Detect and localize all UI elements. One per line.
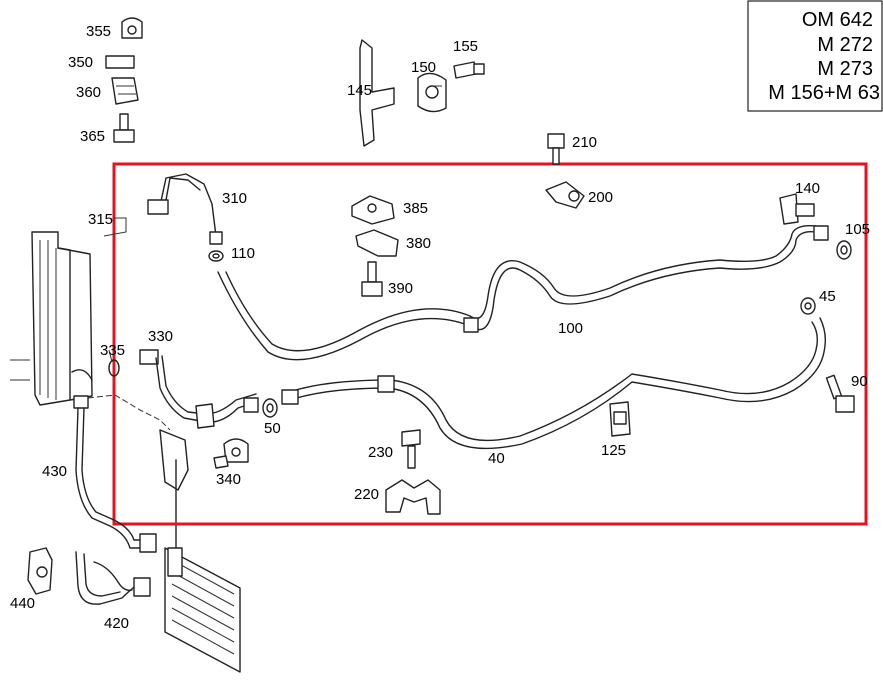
clamp-150: [417, 72, 447, 113]
callout-45: 45: [819, 288, 836, 305]
callout-110: 110: [231, 245, 255, 262]
callout-360: 360: [76, 84, 101, 101]
bolt-140: [779, 193, 815, 225]
callout-385: 385: [403, 200, 428, 217]
line-40: [281, 317, 827, 450]
callout-355: 355: [86, 23, 111, 40]
callout-50: 50: [264, 420, 281, 437]
line-100: [217, 224, 829, 361]
callout-210: 210: [572, 134, 597, 151]
washer-335: [108, 359, 120, 377]
leader-lines: [103, 85, 442, 363]
callout-200: 200: [588, 189, 613, 206]
highlight-frame: [112, 162, 868, 526]
engine-line-4: M 156+M 63: [768, 82, 880, 104]
callout-330: 330: [148, 328, 173, 345]
callout-90: 90: [851, 373, 868, 390]
bolt-390: [361, 261, 383, 297]
callout-365: 365: [80, 128, 105, 145]
callout-350: 350: [68, 54, 93, 71]
callout-155: 155: [453, 38, 478, 55]
clip-350: [105, 55, 135, 69]
line-430: [73, 395, 157, 553]
engine-line-2: M 272: [817, 34, 873, 56]
callout-labels: 355 350 360 365 145 150 155 210 200 310 …: [10, 23, 870, 632]
callout-390: 390: [388, 280, 413, 297]
engine-line-1: OM 642: [802, 9, 873, 31]
engine-line-3: M 273: [817, 58, 873, 80]
callout-230: 230: [368, 444, 393, 461]
callout-220: 220: [354, 486, 379, 503]
callout-340: 340: [216, 471, 241, 488]
oil-cooler: [159, 429, 241, 673]
bolt-230: [401, 429, 421, 469]
bracket-145: [359, 39, 395, 147]
nut-360: [111, 77, 139, 105]
line-330: [139, 349, 259, 429]
hose-310: [147, 173, 223, 245]
bolt-210: [547, 133, 565, 165]
callout-125: 125: [601, 442, 626, 459]
callout-140: 140: [795, 180, 820, 197]
bolt-90: [825, 374, 855, 413]
bolt-155: [453, 61, 485, 79]
callout-430: 430: [42, 463, 67, 480]
clip-125: [609, 401, 631, 437]
washer-50: [262, 398, 278, 418]
bracket-220: [385, 479, 441, 515]
clip-340: [213, 438, 249, 469]
washer-105: [836, 240, 852, 260]
callout-145: 145: [347, 82, 372, 99]
callout-40: 40: [488, 450, 505, 467]
callout-105: 105: [845, 221, 870, 238]
clip-380: [355, 229, 399, 257]
line-420: [75, 551, 151, 605]
radiator-assembly: [10, 231, 171, 431]
callout-100: 100: [558, 320, 583, 337]
clip-200: [545, 181, 585, 209]
callout-420: 420: [104, 615, 129, 632]
engine-designation-box: OM 642 M 272 M 273 M 156+M 63: [747, 0, 883, 112]
bracket-440: [27, 547, 53, 595]
callout-310: 310: [222, 190, 247, 207]
callout-150: 150: [411, 59, 436, 76]
callout-335: 335: [100, 342, 125, 359]
bolt-365: [113, 113, 135, 143]
clip-355: [121, 17, 143, 39]
clip-385: [351, 195, 395, 225]
callout-380: 380: [406, 235, 431, 252]
callout-315: 315: [88, 211, 113, 228]
washer-45: [800, 297, 816, 315]
washer-110: [208, 250, 224, 262]
callout-440: 440: [10, 595, 35, 612]
